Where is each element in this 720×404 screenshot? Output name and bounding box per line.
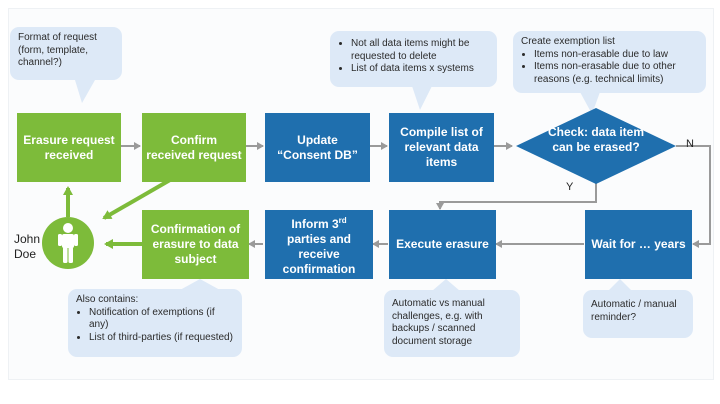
- person-name-line2: Doe: [14, 247, 37, 261]
- callout-also-contains-list: Notification of exemptions (if any) List…: [76, 307, 234, 345]
- box-update-consent-db: Update “Consent DB”: [265, 113, 370, 182]
- callout-also-contains-item: List of third-parties (if requested): [89, 332, 234, 345]
- decision-no-label: N: [686, 138, 694, 150]
- box-confirmation-erasure: Confirmation of erasure to data subject: [142, 210, 249, 279]
- box-inform-third-parties: Inform 3rd parties and receive confirmat…: [265, 210, 373, 279]
- callout-exemption-item: Items non-erasable due to law: [534, 49, 698, 62]
- callout-format: Format of request (form, template, chann…: [10, 27, 122, 80]
- callout-also-contains: Also contains: Notification of exemption…: [68, 289, 242, 357]
- callout-tail-reminder: [608, 279, 632, 291]
- person-name-line1: John: [14, 232, 41, 246]
- callout-format-line1: Format of request: [18, 32, 97, 43]
- person-name: John Doe: [14, 232, 40, 262]
- box-confirm-request: Confirm received request: [142, 113, 246, 182]
- box-erasure-request: Erasure request received: [17, 113, 121, 182]
- box-execute-erasure: Execute erasure: [389, 210, 496, 279]
- inform-line4: confirmation: [282, 261, 356, 276]
- callout-also-contains-title: Also contains:: [76, 294, 139, 305]
- decision-diamond: [516, 108, 676, 184]
- inform-line1: Inform 3rd: [291, 213, 346, 232]
- callout-data-items-item: Not all data items might be requested to…: [351, 38, 489, 63]
- arrow-check-no-to-wait: [676, 145, 711, 248]
- callout-exemption-item: Items non-erasable due to other reasons …: [534, 61, 698, 86]
- callout-tail-format: [75, 80, 95, 103]
- callout-format-line3: channel?): [18, 57, 62, 68]
- inform-line1-sup: rd: [338, 215, 347, 225]
- arrow-check-yes-to-execute: [436, 176, 597, 210]
- callout-tail-data-items: [412, 86, 432, 110]
- callout-data-items-list: Not all data items might be requested to…: [338, 38, 489, 76]
- callout-tail-automatic: [432, 279, 460, 291]
- callout-also-contains-item: Notification of exemptions (if any): [89, 307, 234, 332]
- callout-data-items: Not all data items might be requested to…: [330, 31, 497, 87]
- callout-reminder: Automatic / manual reminder?: [583, 290, 693, 338]
- box-wait-years: Wait for … years: [585, 210, 692, 279]
- callout-automatic-manual: Automatic vs manual challenges, e.g. wit…: [384, 290, 520, 357]
- callout-format-line2: (form, template,: [18, 44, 89, 56]
- callout-tail-exemption: [580, 92, 600, 114]
- callout-data-items-item: List of data items x systems: [351, 63, 489, 76]
- inform-line2: parties and: [286, 231, 352, 246]
- decision-yes-label: Y: [566, 181, 574, 193]
- callout-exemption-list: Items non-erasable due to law Items non-…: [521, 49, 698, 87]
- inform-line3: receive: [298, 246, 340, 261]
- decision-label: Check: data item can be erased?: [547, 125, 645, 154]
- callout-exemption: Create exemption list Items non-erasable…: [513, 31, 706, 93]
- person-icon: [58, 223, 78, 263]
- callout-exemption-title: Create exemption list: [521, 36, 615, 47]
- callout-tail-also-contains: [180, 279, 220, 290]
- inform-line1-pre: Inform 3: [291, 216, 339, 231]
- arrow-confirm-to-person: [102, 178, 171, 220]
- box-compile-list: Compile list of relevant data items: [389, 113, 494, 182]
